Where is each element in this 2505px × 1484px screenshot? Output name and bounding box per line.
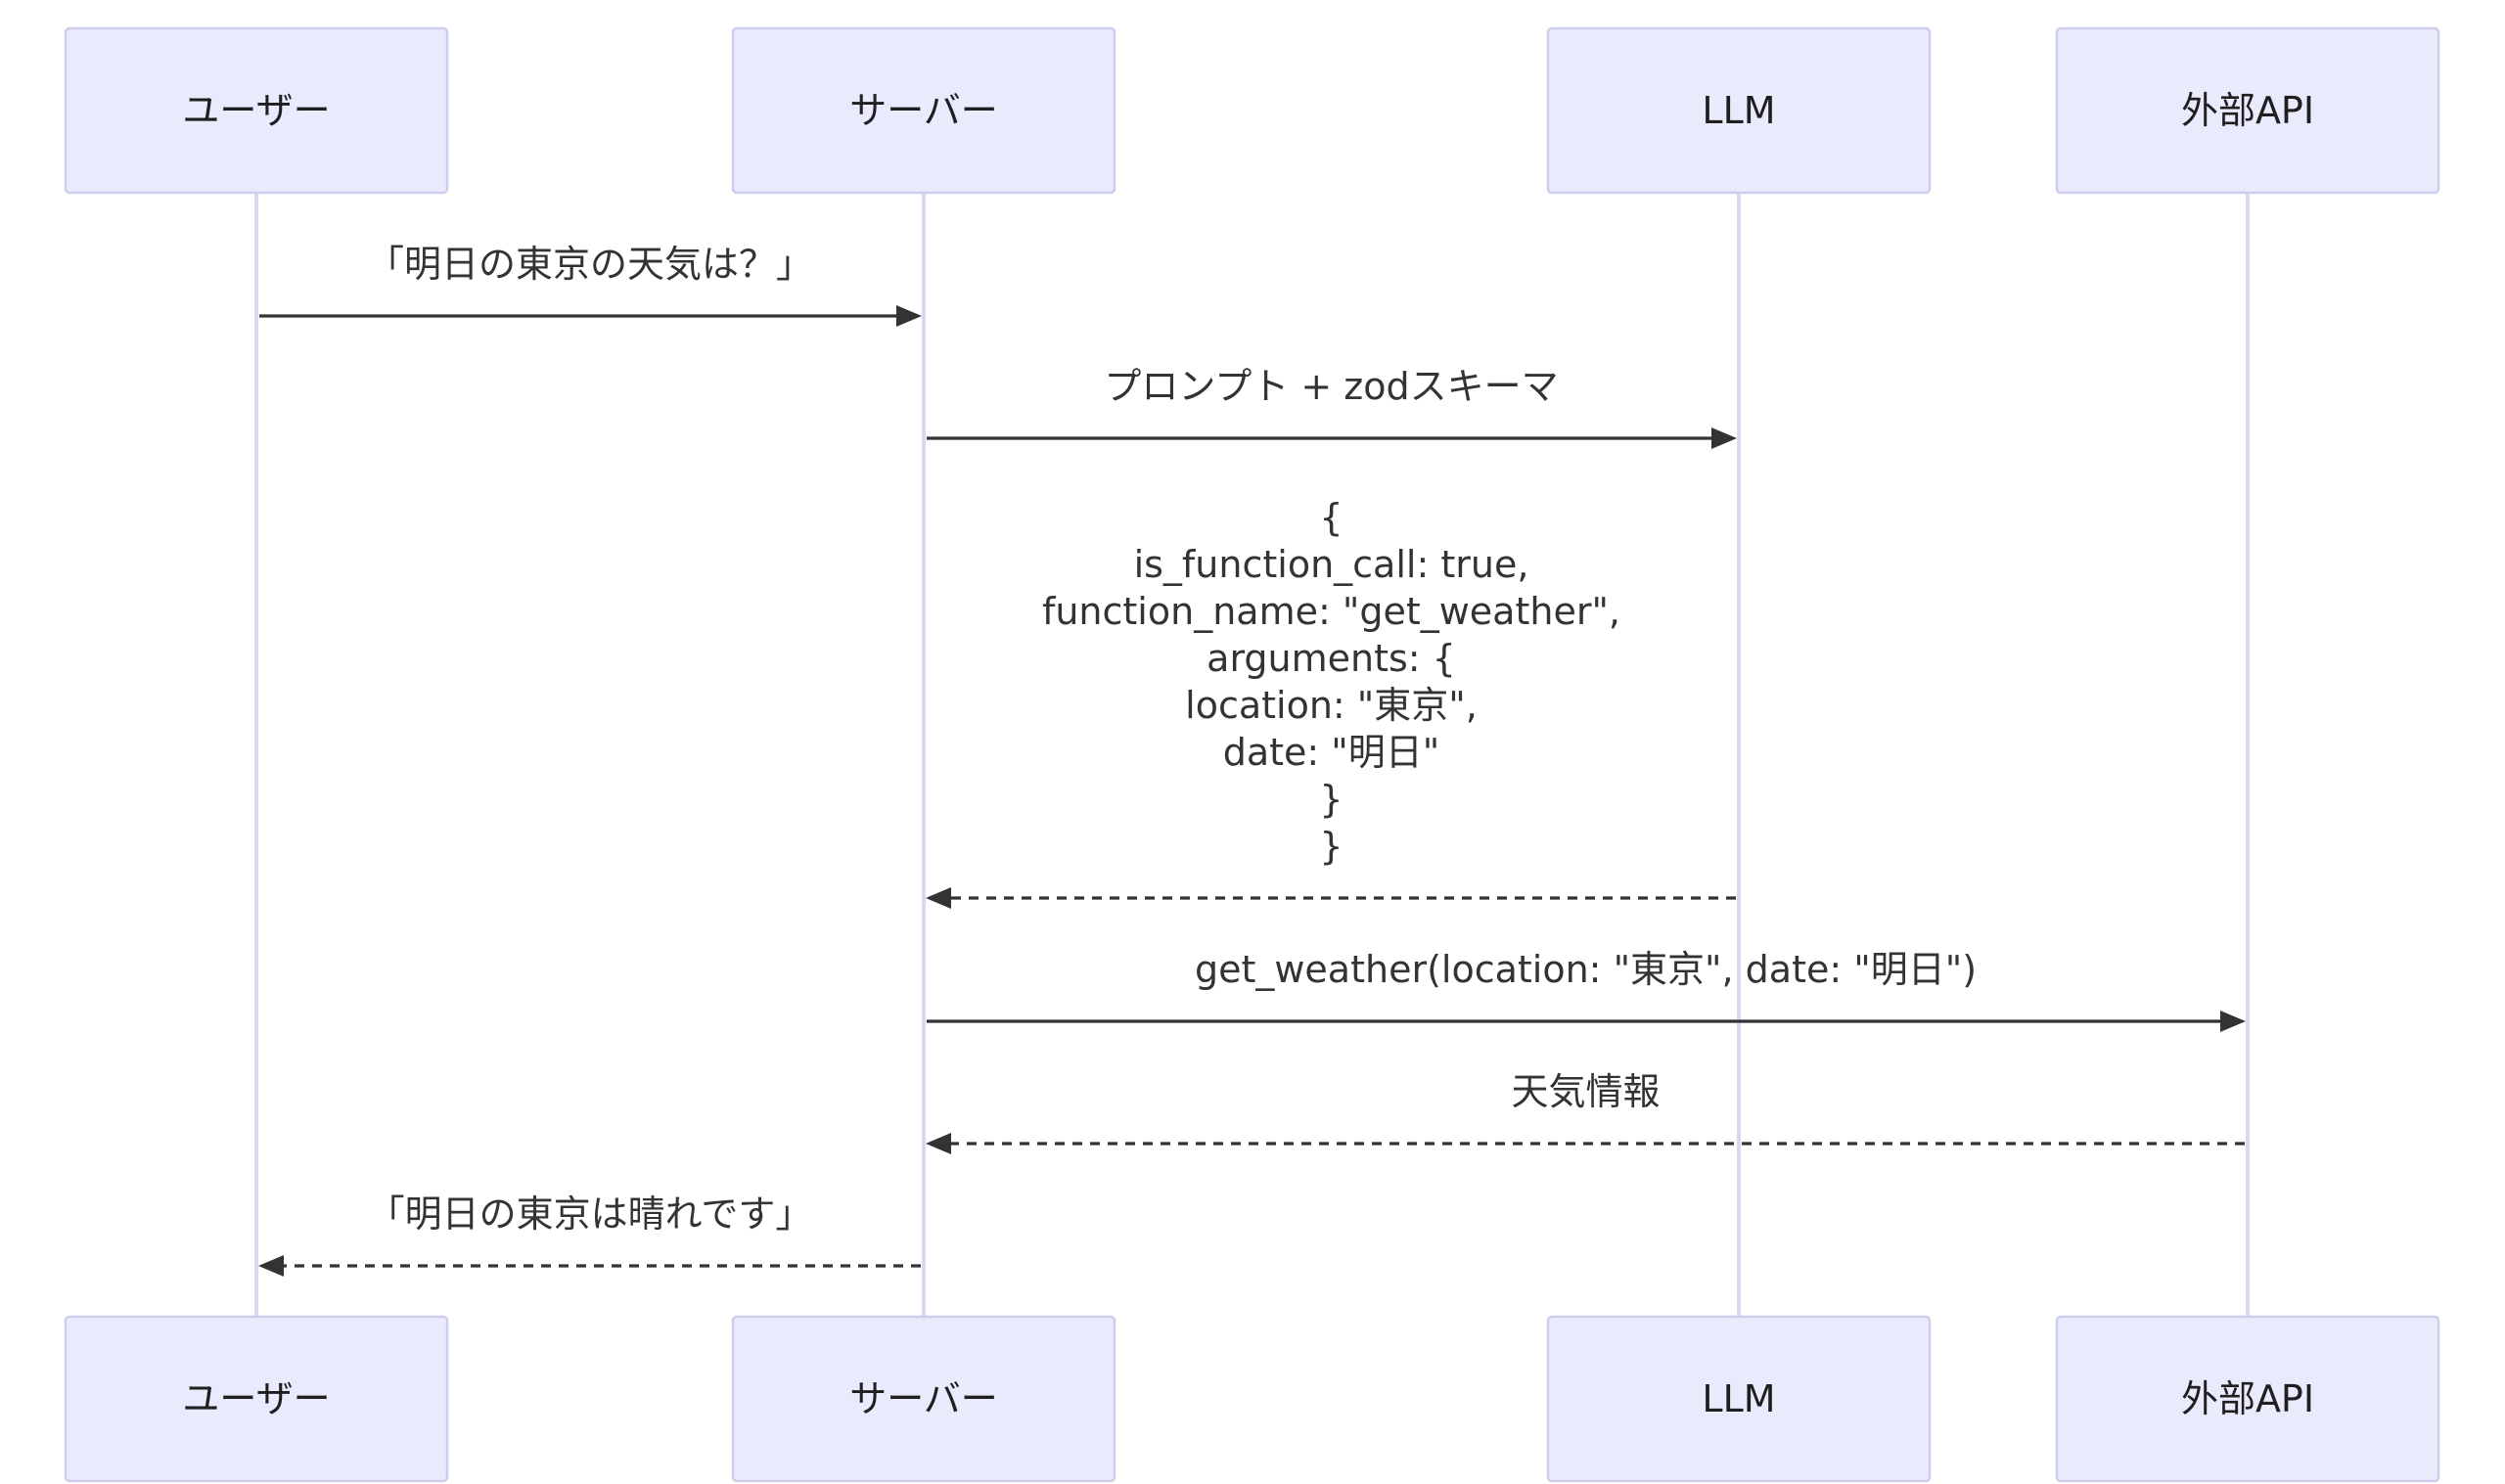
actor-api-top: 外部API [2055, 26, 2440, 195]
actor-box [2055, 26, 2440, 195]
actor-llm-top: LLM [1546, 26, 1932, 195]
message-label: 「明日の東京は晴れです」 [368, 1192, 813, 1236]
actor-label: ユーザー [182, 1377, 330, 1420]
message-3: {is_function_call: true,function_name: "… [926, 496, 1736, 909]
actor-llm-bottom: LLM [1546, 1315, 1932, 1483]
message-label: is_function_call: true, [1134, 543, 1529, 586]
arrowhead-icon [1711, 427, 1737, 449]
actor-box [1546, 26, 1932, 195]
message-5: 天気情報 [926, 1070, 2245, 1154]
arrowhead-icon [2220, 1011, 2246, 1032]
actor-box [1546, 1315, 1932, 1483]
actor-user-bottom: ユーザー [64, 1315, 449, 1483]
message-label: function_name: "get_weather", [1042, 590, 1620, 633]
actor-box [64, 26, 449, 195]
actor-label: LLM [1702, 1377, 1775, 1420]
actor-label: 外部API [2181, 1377, 2314, 1420]
actor-box [731, 1315, 1116, 1483]
arrowhead-icon [926, 1133, 951, 1154]
actor-label: サーバー [849, 89, 998, 132]
message-label: } [1319, 825, 1343, 868]
actor-label: サーバー [849, 1377, 998, 1420]
actor-box [731, 26, 1116, 195]
message-label: arguments: { [1207, 637, 1456, 680]
actor-box [2055, 1315, 2440, 1483]
actor-label: ユーザー [182, 89, 330, 132]
actor-server-bottom: サーバー [731, 1315, 1116, 1483]
message-label: date: "明日" [1223, 731, 1440, 774]
message-label: location: "東京", [1185, 684, 1478, 727]
message-label: { [1319, 496, 1343, 539]
message-6: 「明日の東京は晴れです」 [258, 1192, 921, 1277]
actor-server-top: サーバー [731, 26, 1116, 195]
arrowhead-icon [926, 887, 951, 909]
message-4: get_weather(location: "東京", date: "明日") [927, 948, 2246, 1032]
message-label: get_weather(location: "東京", date: "明日") [1195, 948, 1977, 991]
actor-user-top: ユーザー [64, 26, 449, 195]
actor-api-bottom: 外部API [2055, 1315, 2440, 1483]
message-1: 「明日の東京の天気は？」 [259, 243, 922, 327]
message-label: プロンプト + zodスキーマ [1104, 365, 1558, 408]
message-label: } [1319, 778, 1343, 821]
message-2: プロンプト + zodスキーマ [927, 365, 1737, 449]
actor-box [64, 1315, 449, 1483]
actor-label: LLM [1702, 89, 1775, 132]
message-label: 天気情報 [1511, 1070, 1660, 1113]
arrowhead-icon [258, 1255, 284, 1277]
message-label: 「明日の東京の天気は？」 [367, 243, 813, 286]
arrowhead-icon [896, 305, 922, 327]
actor-label: 外部API [2181, 89, 2314, 132]
